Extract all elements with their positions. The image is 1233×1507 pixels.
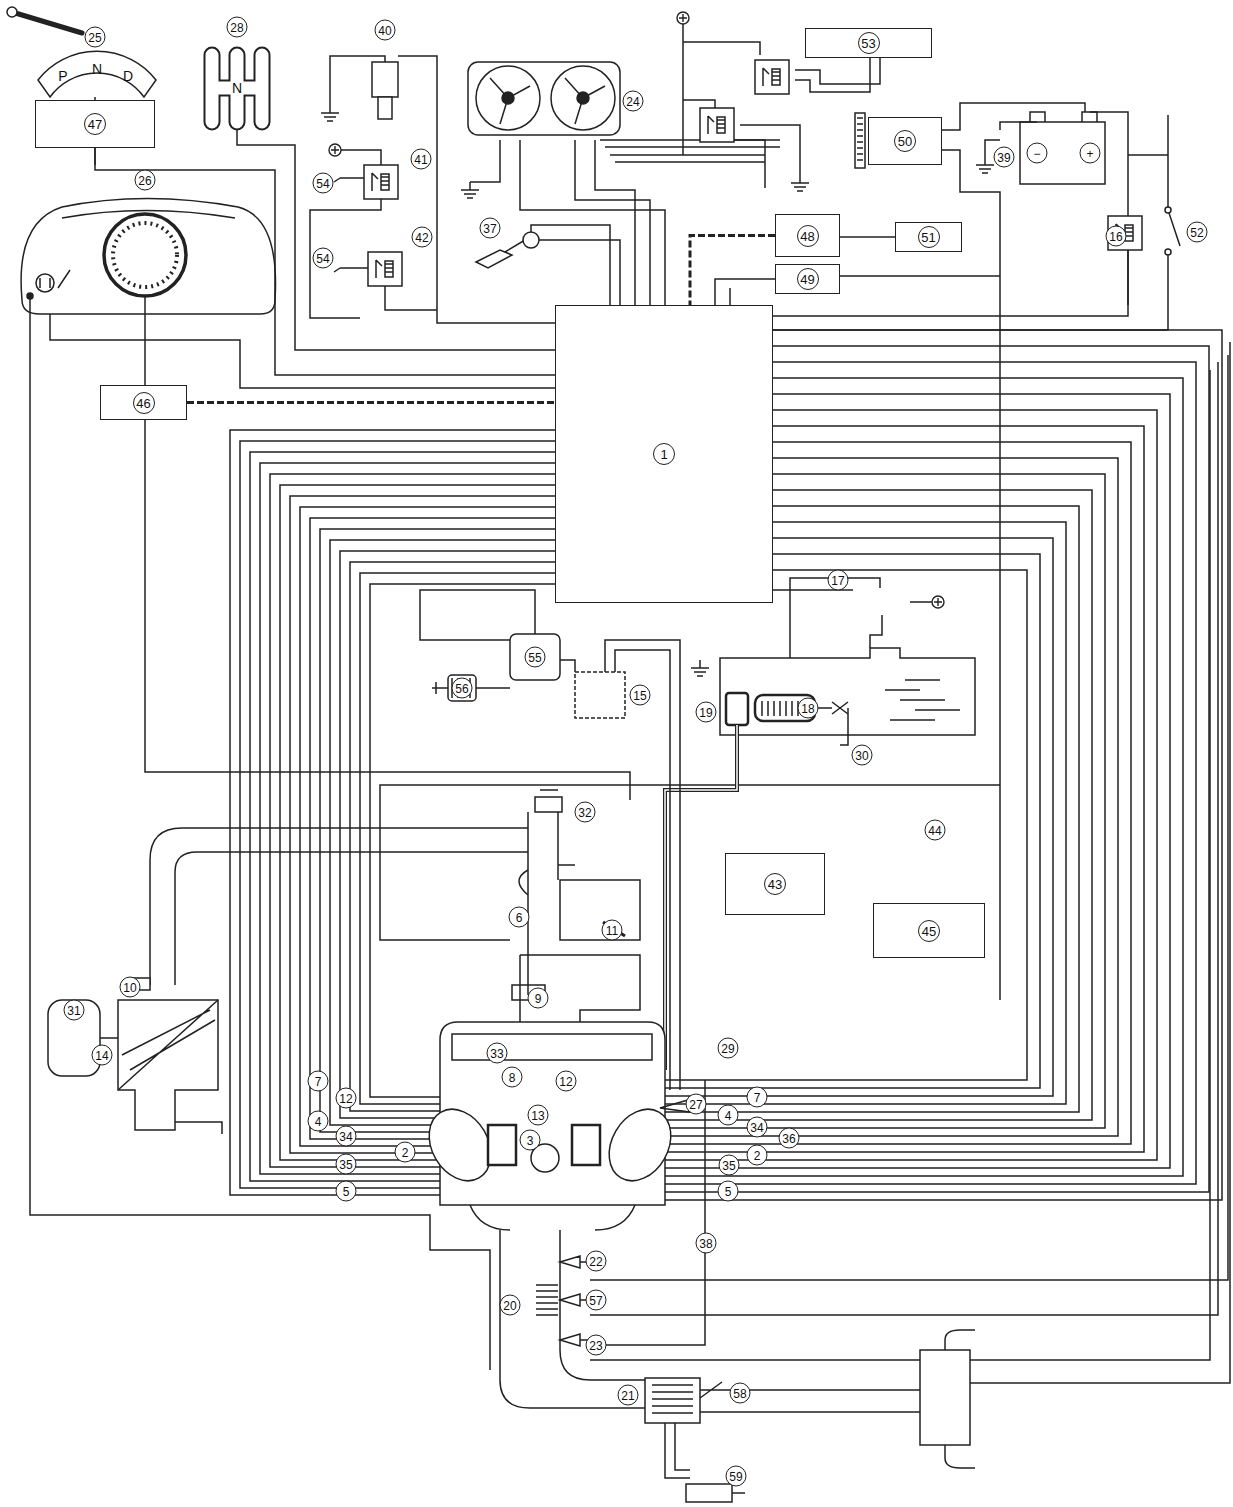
callout-number: 40 [375, 20, 396, 41]
callout-number: 18 [798, 698, 819, 719]
callout-number: 21 [618, 1385, 639, 1406]
component-box: 48 [775, 214, 840, 257]
component-box: 49 [775, 264, 840, 294]
callout-number: 38 [696, 1233, 717, 1254]
callout-number: 25 [85, 27, 106, 48]
callout-number: 27 [686, 1094, 707, 1115]
callout-number: 57 [586, 1290, 607, 1311]
callout-number: 49 [797, 268, 819, 290]
callout-number: 7 [308, 1071, 329, 1092]
callout-number: 1 [653, 443, 675, 465]
wire-connector [187, 401, 555, 404]
callout-number: 14 [92, 1045, 113, 1066]
callout-number: 50 [894, 130, 916, 152]
callout-number: 32 [575, 802, 596, 823]
wire-connector [690, 236, 775, 306]
callout-number: 12 [556, 1071, 577, 1092]
callout-number: 5 [718, 1181, 739, 1202]
component-box: 50 [868, 117, 942, 165]
callout-number: 4 [718, 1105, 739, 1126]
callout-number: 24 [623, 91, 644, 112]
callout-number: 7 [747, 1087, 768, 1108]
callout-number: 37 [480, 218, 501, 239]
callout-number: 45 [918, 920, 940, 942]
component-box: 46 [100, 385, 187, 420]
callout-number: 6 [509, 907, 530, 928]
callout-number: 41 [411, 149, 432, 170]
callout-number: 2 [395, 1142, 416, 1163]
callout-number: 54 [313, 173, 334, 194]
component-box: 43 [725, 853, 825, 915]
callout-number: 13 [528, 1105, 549, 1126]
callout-number: 55 [525, 647, 546, 668]
callout-number: 48 [797, 225, 819, 247]
callout-number: 35 [336, 1154, 357, 1175]
callout-number: 36 [779, 1128, 800, 1149]
callout-number: 28 [227, 17, 248, 38]
callout-number: 5 [336, 1181, 357, 1202]
component-box: 47 [35, 100, 155, 148]
callout-number: 56 [452, 678, 473, 699]
callout-number: 44 [925, 820, 946, 841]
callout-number: 22 [586, 1251, 607, 1272]
callout-number: 31 [64, 1000, 85, 1021]
callout-number: 8 [502, 1067, 523, 1088]
callout-number: 29 [718, 1038, 739, 1059]
callout-number: − [1027, 143, 1048, 164]
callout-number: 19 [696, 702, 717, 723]
callout-number: 52 [1187, 222, 1208, 243]
callout-number: 42 [412, 227, 433, 248]
callout-number: 33 [487, 1043, 508, 1064]
wire-connector [840, 236, 895, 238]
callout-number: 47 [84, 113, 106, 135]
callout-number: 9 [528, 988, 549, 1009]
callout-number: 54 [313, 248, 334, 269]
callout-number: 16 [1106, 226, 1127, 247]
callout-number: 17 [828, 570, 849, 591]
callout-number: 12 [336, 1088, 357, 1109]
component-box: 51 [895, 222, 962, 252]
wire-connector [715, 279, 775, 305]
callout-number: 11 [602, 920, 623, 941]
callout-number: 30 [852, 745, 873, 766]
control-unit-box: 1 [555, 305, 773, 603]
callout-number: 51 [918, 226, 940, 248]
callout-number: 23 [586, 1335, 607, 1356]
component-box: 53 [805, 28, 932, 58]
callout-number: 59 [726, 1466, 747, 1487]
callout-number: 35 [719, 1155, 740, 1176]
callout-number: 3 [520, 1130, 541, 1151]
callout-number: 20 [500, 1295, 521, 1316]
callout-number: 34 [747, 1117, 768, 1138]
callout-number: + [1080, 143, 1101, 164]
callout-number: 46 [133, 392, 155, 414]
callout-number: 39 [994, 147, 1015, 168]
component-box: 45 [873, 903, 985, 958]
callout-number: 34 [336, 1126, 357, 1147]
symbol-letter: N [90, 61, 104, 77]
callout-number: 15 [630, 685, 651, 706]
callout-number: 43 [764, 873, 786, 895]
callout-number: 2 [747, 1145, 768, 1166]
callout-number: 26 [135, 170, 156, 191]
callout-number: 4 [308, 1111, 329, 1132]
symbol-letter: D [121, 68, 135, 84]
callout-number: 53 [858, 32, 880, 54]
wire-connector [95, 148, 555, 375]
callout-number: 10 [120, 977, 141, 998]
symbol-letter: N [230, 80, 244, 96]
symbol-letter: P [56, 68, 69, 84]
callout-number: 58 [730, 1383, 751, 1404]
